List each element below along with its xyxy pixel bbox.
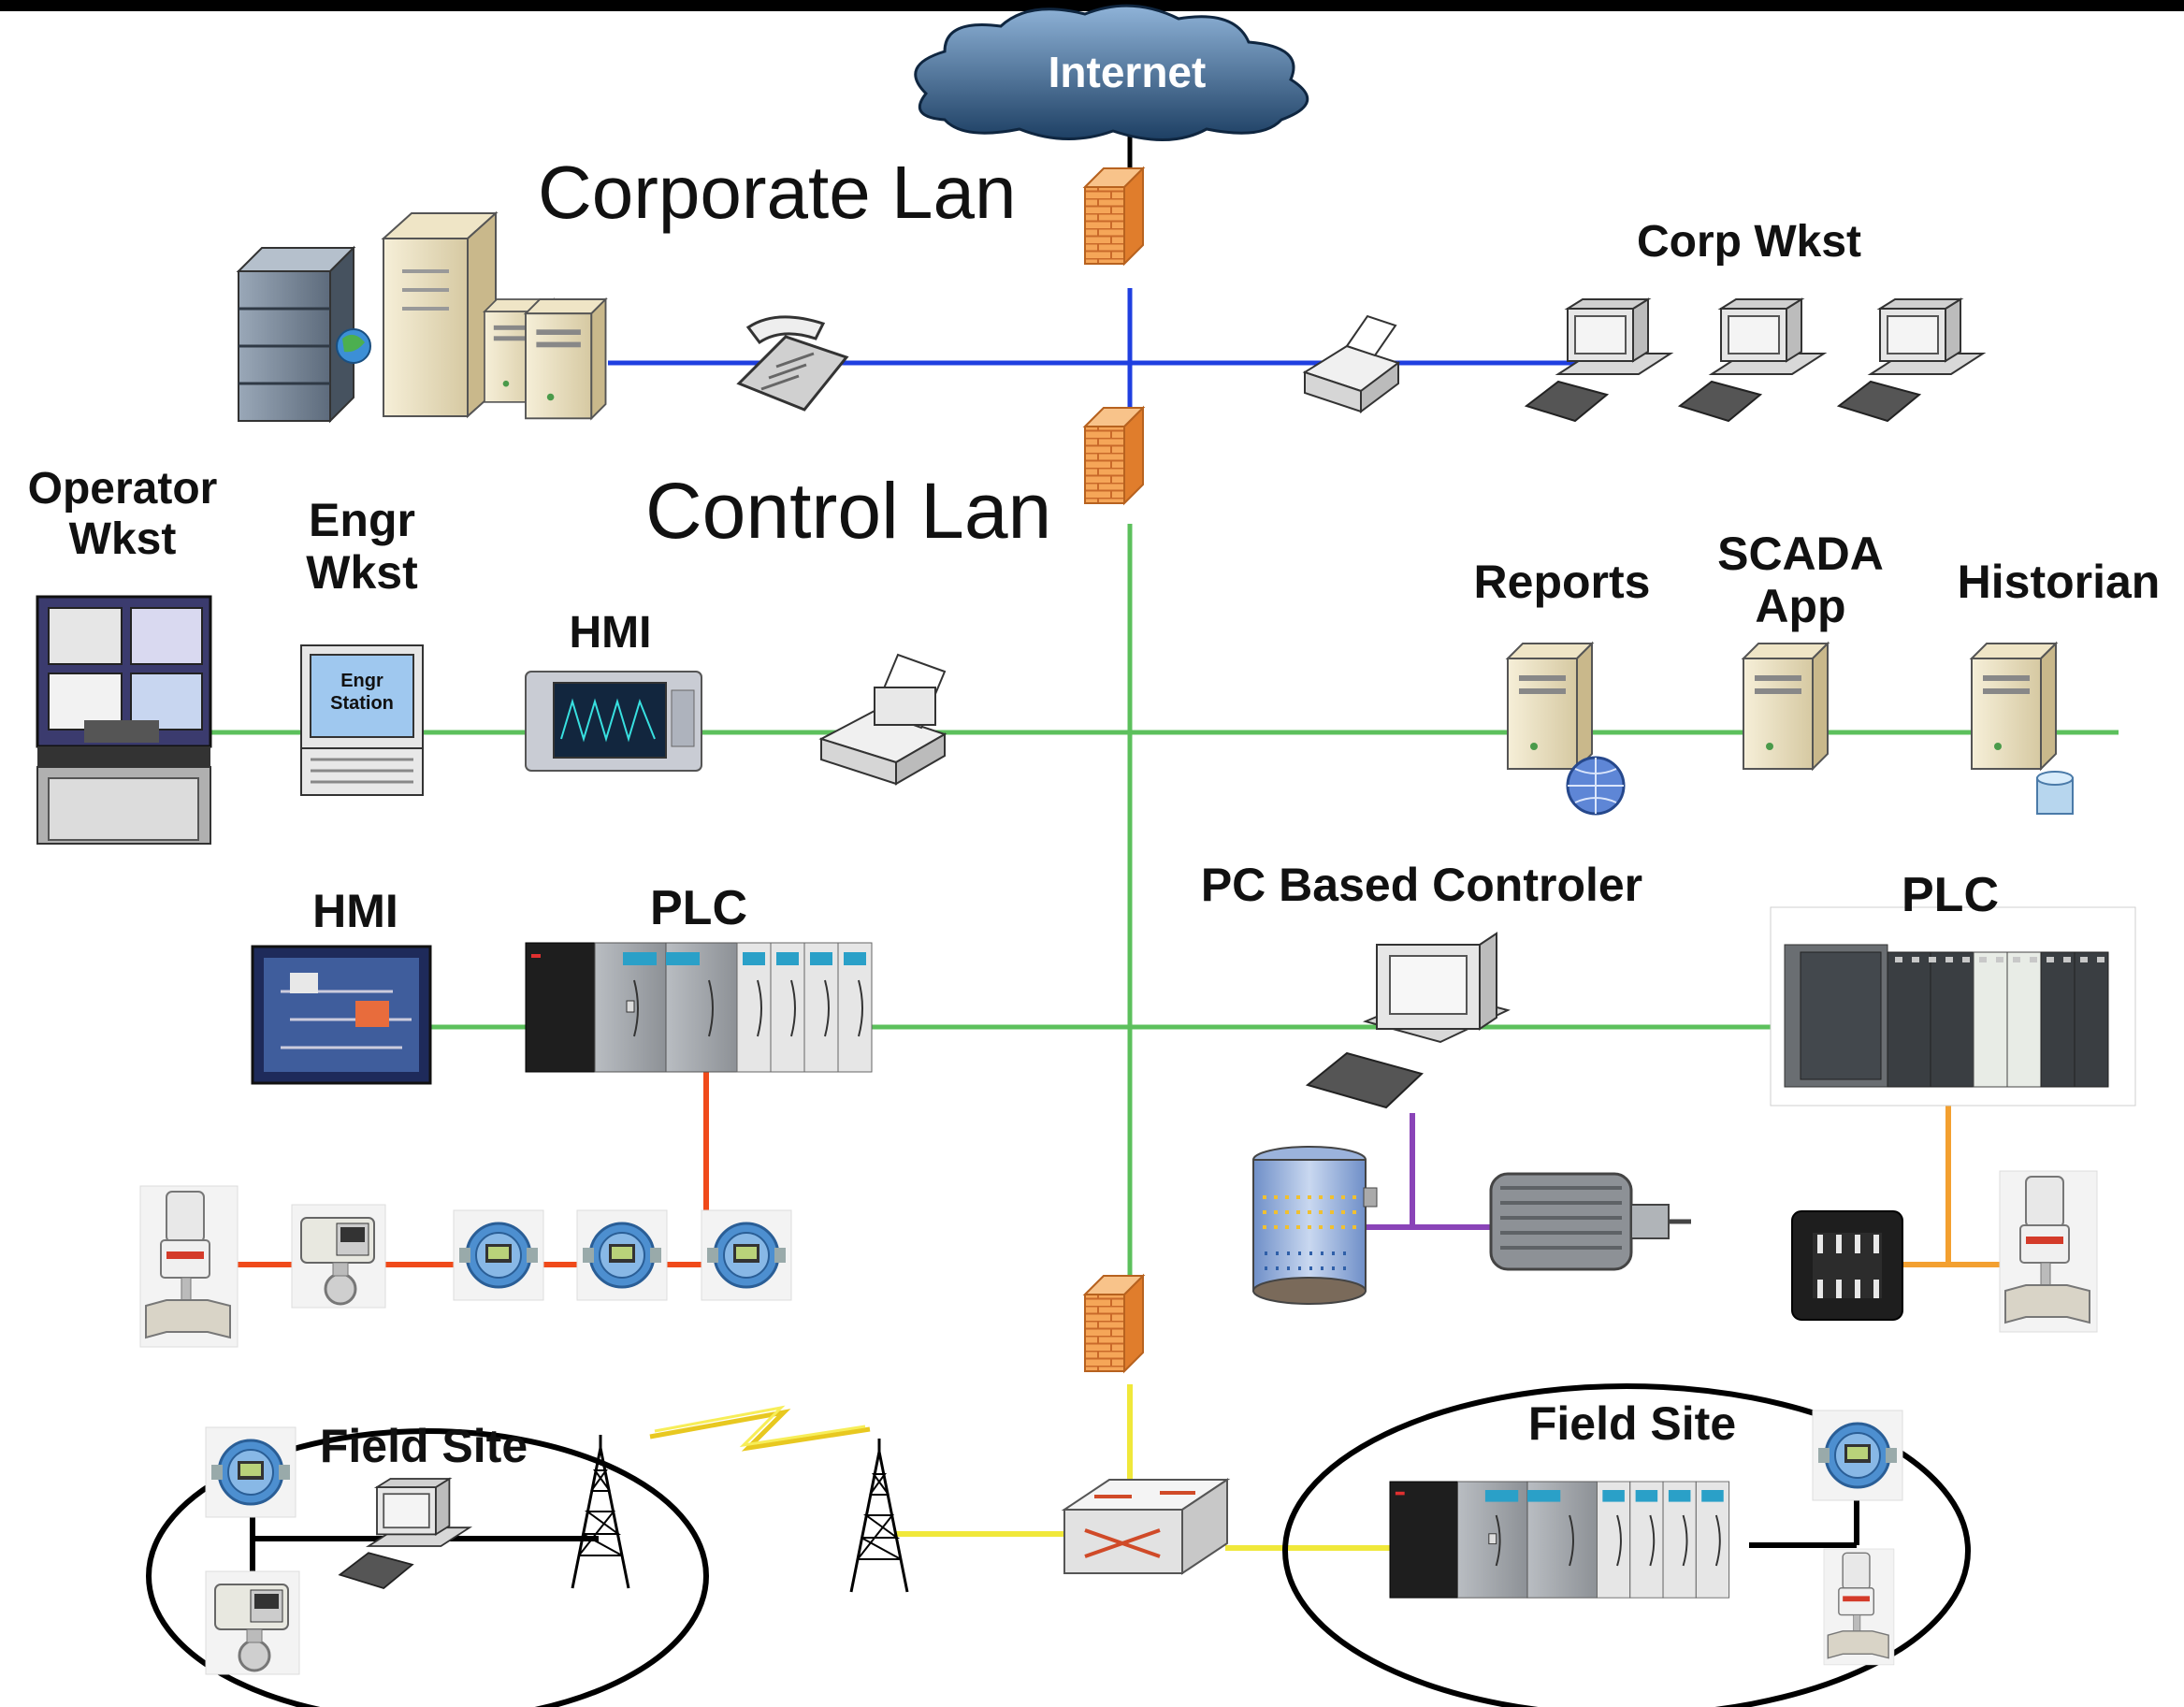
historian-label: Historian: [1957, 556, 2161, 608]
pc-based-controller-label: PC Based Controler: [1200, 859, 1643, 911]
plc-rack-icon: [525, 942, 873, 1073]
valve-icon: [139, 1185, 239, 1348]
laptop-icon: [300, 644, 424, 796]
database-icon: [2036, 771, 2074, 815]
workstation-icon: [1526, 298, 1671, 422]
workstation-icon: [339, 1478, 470, 1589]
firewall-icon: [1084, 1275, 1144, 1372]
engr-wkst-label: Engr Wkst: [306, 494, 418, 599]
lightning-icon: [649, 1405, 871, 1452]
firewall-icon: [1084, 407, 1144, 504]
transmitter-icon: [700, 1208, 793, 1302]
tank-icon: [1252, 1146, 1378, 1305]
transmitter-icon: [575, 1208, 669, 1302]
workstation-icon: [1305, 932, 1511, 1109]
operator-wkst-label: Operator Wkst: [27, 464, 218, 564]
transmitter-icon: [204, 1570, 301, 1676]
field-site-left-label: Field Site: [319, 1420, 528, 1472]
plc-left-label: PLC: [650, 881, 747, 935]
corporate-lan-label: Corporate Lan: [538, 151, 1017, 234]
operator-console-icon: [36, 595, 212, 845]
corp-wkst-label: Corp Wkst: [1637, 217, 1861, 267]
router-icon: [1061, 1478, 1231, 1575]
firewall-icon: [1084, 167, 1144, 265]
hmi-mid-label: HMI: [312, 885, 398, 937]
globe-icon: [1566, 756, 1626, 816]
transmitter-icon: [290, 1203, 387, 1309]
phone-icon: [736, 315, 849, 412]
corporate-lan-lines: [608, 288, 1590, 426]
printer-icon: [1302, 314, 1401, 413]
engr-station-screen-label: Engr Station: [330, 671, 394, 714]
server-icon: [1507, 643, 1593, 770]
server-rack-icon: [236, 210, 499, 424]
radio-tower-icon: [849, 1437, 909, 1594]
workstation-icon: [1679, 298, 1825, 422]
field-bus-pc: [1347, 1113, 1497, 1230]
field-bus-right: [1901, 1106, 2006, 1267]
server-icon: [1743, 643, 1829, 770]
plc-right-label: PLC: [1902, 868, 1999, 922]
workstation-icon: [1838, 298, 1984, 422]
transmitter-icon: [1811, 1409, 1904, 1502]
printer-icon: [818, 653, 947, 786]
field-site-right-boundary: [1282, 1383, 1971, 1707]
scada-app-label: SCADA App: [1717, 528, 1884, 632]
motor-icon: [1489, 1172, 1691, 1271]
valve-icon: [1999, 1170, 2098, 1333]
reports-label: Reports: [1473, 556, 1651, 608]
cloud-icon: [914, 4, 1309, 142]
transmitter-icon: [204, 1425, 297, 1519]
control-lan-label: Control Lan: [645, 467, 1052, 555]
io-module-icon: [1791, 1210, 1903, 1321]
valve-icon: [1823, 1548, 1895, 1666]
transmitter-icon: [452, 1208, 545, 1302]
hmi-panel-icon: [251, 945, 432, 1085]
server-icon: [1971, 643, 2057, 770]
top-border: [0, 0, 2184, 11]
hmi-top-label: HMI: [569, 608, 652, 658]
plc-rack-icon: [1770, 906, 2136, 1107]
internet-label: Internet: [1048, 48, 1207, 96]
plc-rack-icon: [1389, 1481, 1730, 1599]
field-site-right-label: Field Site: [1527, 1397, 1737, 1450]
field-site-right-links: [1749, 1497, 1859, 1548]
wan-lines: [894, 1384, 1394, 1551]
server-icon: [525, 298, 607, 420]
hmi-panel-icon: [525, 671, 702, 772]
field-site-left-boundary: [146, 1428, 709, 1707]
